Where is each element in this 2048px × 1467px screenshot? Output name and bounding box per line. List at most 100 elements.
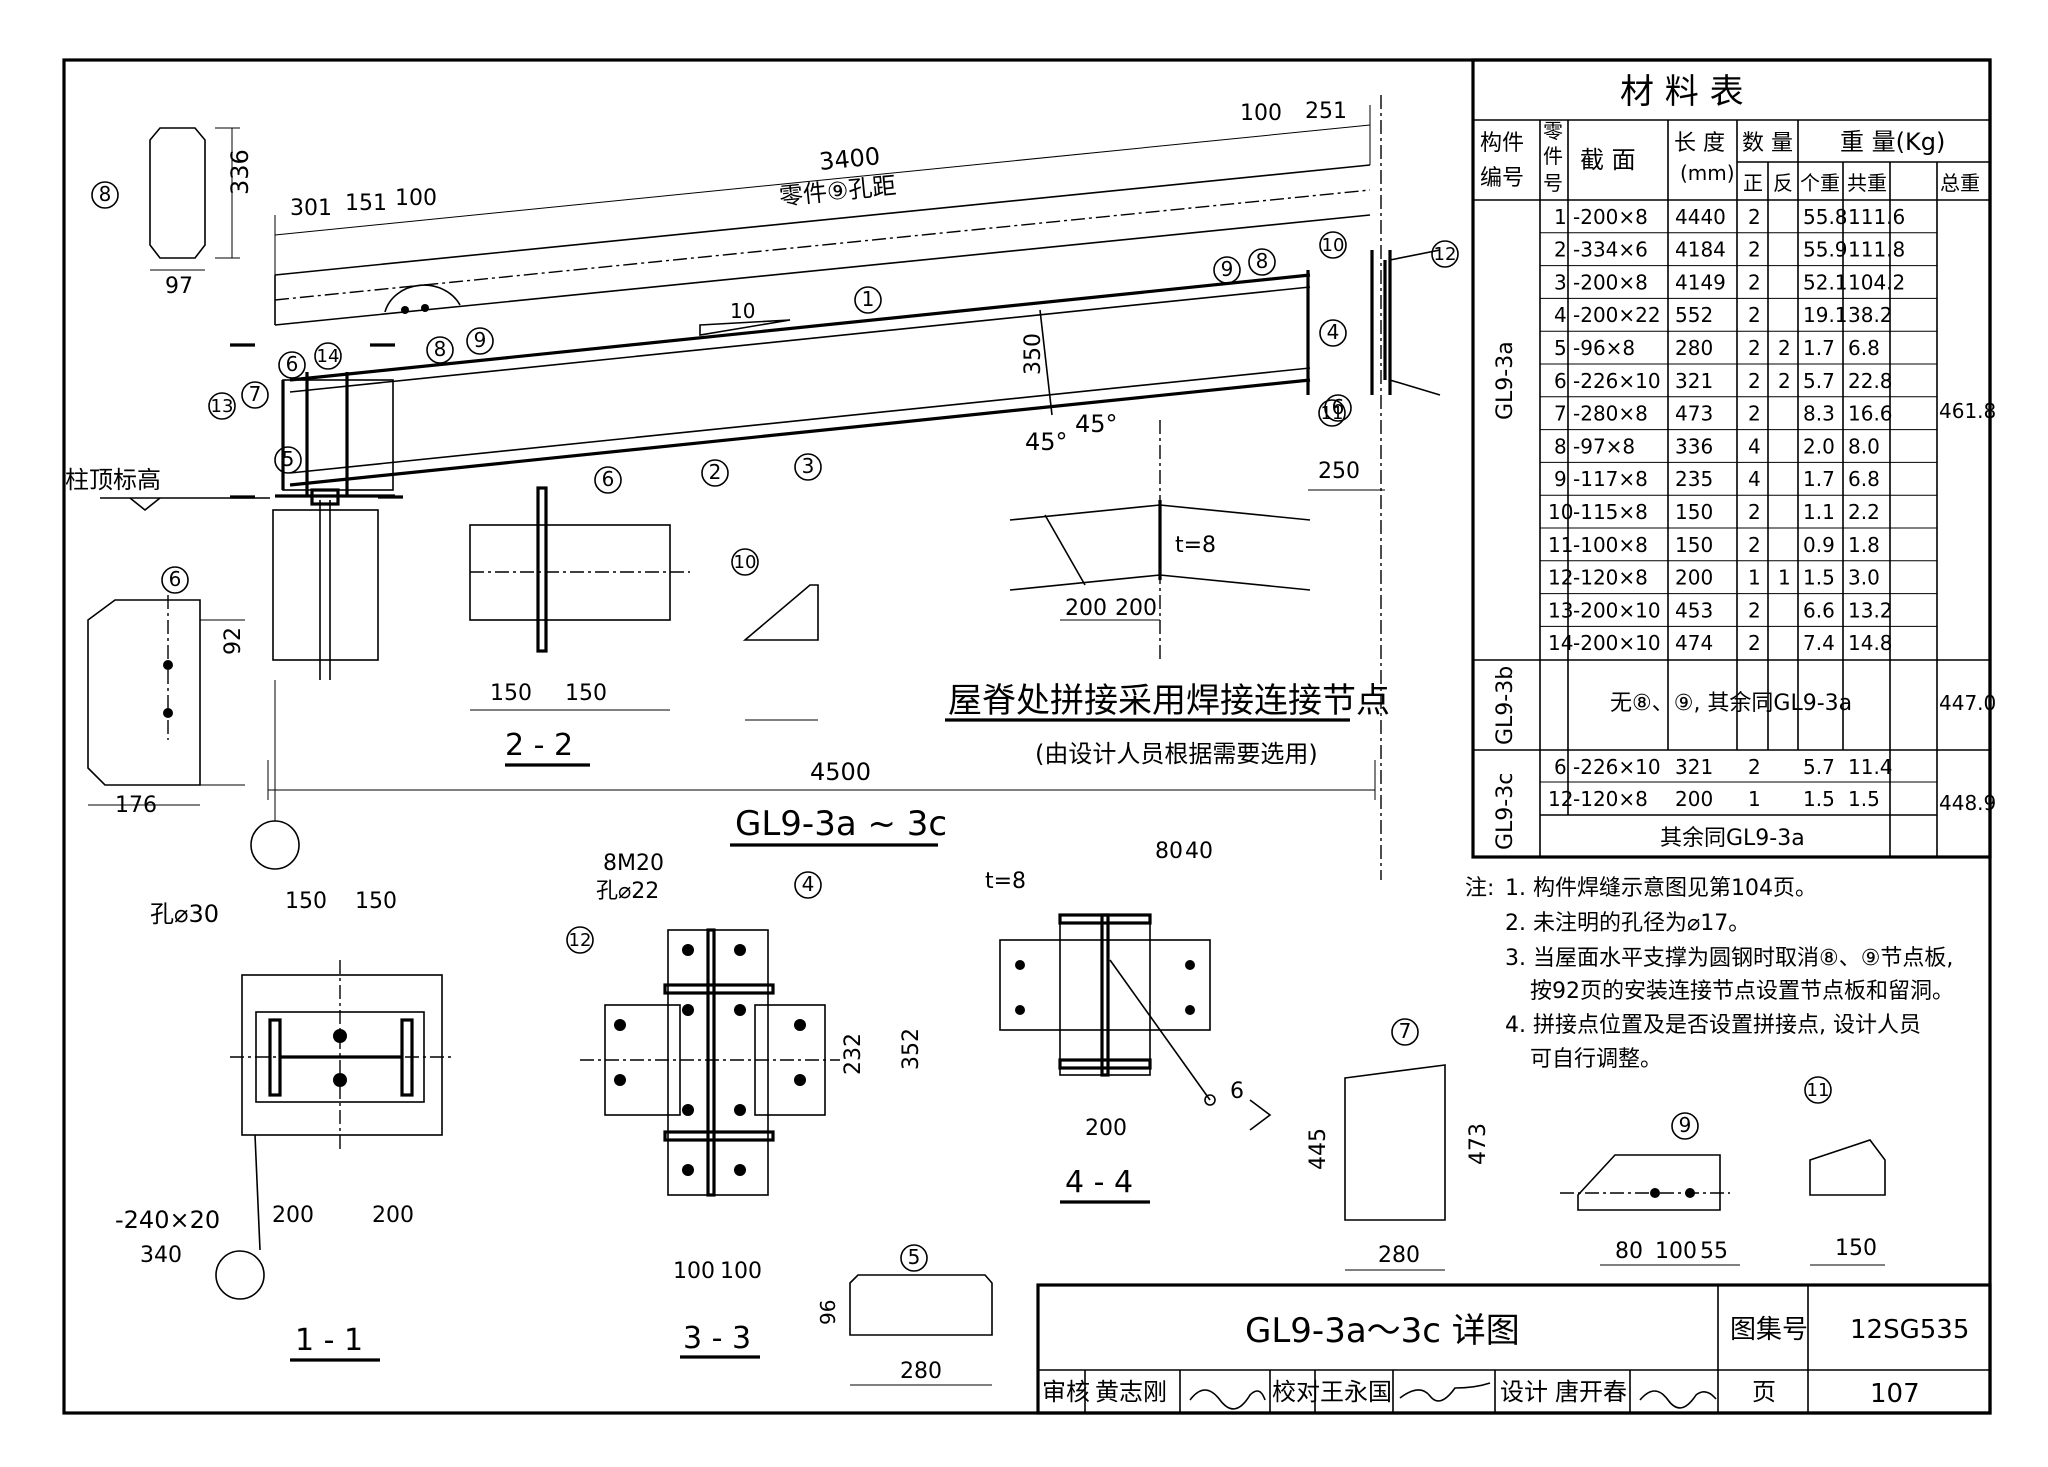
hdr-w-single: 个重 [1800, 171, 1840, 195]
hdr-part-2: 件 [1543, 144, 1563, 168]
part-balloon [731, 548, 759, 576]
note-3c: 其余同GL9-3a [1660, 826, 1805, 851]
row-weight-total: 8.0 [1848, 434, 1880, 458]
row-section: -120×8 [1573, 787, 1648, 811]
row-qty-pos: 2 [1748, 533, 1761, 557]
row-qty-pos: 2 [1748, 755, 1761, 779]
section-4-4 [999, 913, 1272, 1204]
part-balloon [1391, 1018, 1419, 1046]
dim-151: 151 [345, 191, 387, 216]
row-qty-pos: 2 [1748, 205, 1761, 229]
note-1: 1. 构件焊缝示意图见第104页。 [1505, 876, 1817, 901]
note-2: 2. 未注明的孔径为⌀17。 [1505, 911, 1750, 936]
row-weight-total: 11.4 [1848, 755, 1893, 779]
row-section: -96×8 [1573, 336, 1635, 360]
signature-design [1639, 1390, 1717, 1409]
dim9-55: 55 [1700, 1239, 1728, 1264]
dim7-473: 473 [1466, 1123, 1491, 1165]
row-section: -200×22 [1573, 303, 1661, 327]
row-weight-single: 5.7 [1803, 369, 1835, 393]
base-plate: -240×20 [115, 1206, 220, 1234]
hdr-length-unit: (mm) [1680, 161, 1735, 185]
row-weight-single: 6.6 [1803, 598, 1835, 622]
part-balloon-number: 9 [474, 328, 487, 352]
drawing-title: GL9-3a～3c 详图 [1245, 1311, 1520, 1351]
designer: 唐开春 [1555, 1378, 1627, 1406]
part-balloon-number: 9 [1679, 1113, 1692, 1137]
part-balloon-number: 8 [434, 337, 447, 361]
dim-150a: 150 [490, 681, 532, 706]
page-no: 107 [1870, 1379, 1920, 1409]
part-balloon-number: 12 [1434, 244, 1457, 265]
material-table-text: 材 料 表 构件 编号 零 件 号 截 面 长 度 (mm) 数 量 正 反 重… [1480, 72, 1996, 851]
section-3-3-label: 3 - 3 [683, 1321, 751, 1356]
row-weight-single: 0.9 [1803, 533, 1835, 557]
row-part-no: 3 [1554, 270, 1567, 294]
section-1-1-label: 1 - 1 [295, 1323, 363, 1358]
row-qty-pos: 1 [1748, 566, 1761, 590]
part-balloon-number: 8 [99, 182, 112, 206]
signature-review [1189, 1389, 1266, 1410]
member-3c: GL9-3c [1493, 773, 1518, 850]
row-weight-total: 2.2 [1848, 500, 1880, 524]
row-length: 321 [1675, 369, 1713, 393]
t8-label: t=8 [985, 869, 1026, 894]
part-balloon-number: 7 [1399, 1019, 1412, 1043]
t8-ridge: t=8 [1175, 533, 1216, 558]
part-balloon-number: 11 [1807, 1080, 1830, 1101]
row-part-no: 8 [1554, 434, 1567, 458]
hdr-qty-neg: 反 [1773, 171, 1793, 195]
row-weight-single: 1.1 [1803, 500, 1835, 524]
part11-detail [1809, 1139, 1886, 1266]
row-section: -226×10 [1573, 369, 1661, 393]
text-layer: GL9-3a ~ 3c 4500 3400 零件⑨孔距 柱顶标高 屋脊处拼接采用… [65, 99, 1877, 1384]
part6-detail [87, 595, 245, 806]
check-label: 校对 [1272, 1378, 1320, 1406]
row-section: -100×8 [1573, 533, 1648, 557]
part-balloon-number: 6 [169, 567, 182, 591]
row-section: -334×6 [1573, 238, 1648, 262]
dim-97: 97 [165, 274, 193, 299]
hdr-weight: 重 量(Kg) [1840, 128, 1945, 156]
part-balloon [854, 286, 882, 314]
part-balloon-number: 7 [249, 382, 262, 406]
angle-45-a: 45° [1025, 428, 1068, 456]
row-length: 4184 [1675, 238, 1726, 262]
row-weight-single: 52.1 [1803, 270, 1848, 294]
part-balloon [794, 871, 822, 899]
section-2-2 [469, 486, 690, 767]
member-3a: GL9-3a [1493, 341, 1518, 420]
row-length: 200 [1675, 787, 1713, 811]
row-weight-single: 1.5 [1803, 787, 1835, 811]
row-section: -115×8 [1573, 500, 1648, 524]
part-balloon-number: 10 [734, 552, 757, 573]
row-length: 321 [1675, 755, 1713, 779]
hdr-w-sum: 总重 [1940, 171, 1980, 195]
row-weight-total: 6.8 [1848, 467, 1880, 491]
dim-301: 301 [290, 196, 332, 221]
row-section: -200×8 [1573, 270, 1648, 294]
part-balloon-number: 10 [1322, 235, 1345, 256]
row-section: -97×8 [1573, 434, 1635, 458]
main-label: GL9-3a ~ 3c [735, 804, 947, 844]
row-qty-pos: 2 [1748, 402, 1761, 426]
row-part-no: 4 [1554, 303, 1567, 327]
dim7-445: 445 [1306, 1128, 1331, 1170]
part-balloon-number: 9 [1221, 257, 1234, 281]
part-balloon-number: 5 [908, 1245, 921, 1269]
dim-251: 251 [1305, 99, 1347, 124]
material-table [1471, 58, 1992, 859]
dim-92: 92 [221, 627, 246, 655]
hdr-length: 长 度 [1674, 131, 1725, 156]
hdr-part: 零 [1543, 119, 1563, 143]
dim11-150a: 150 [285, 889, 327, 914]
dim-100b: 100 [1240, 101, 1282, 126]
row-weight-total: 104.2 [1848, 270, 1905, 294]
row-weight-single: 1.7 [1803, 336, 1835, 360]
row-length: 150 [1675, 533, 1713, 557]
row-length: 453 [1675, 598, 1713, 622]
row-qty-pos: 2 [1748, 270, 1761, 294]
part-balloon [1804, 1076, 1832, 1104]
row-qty-pos: 2 [1748, 500, 1761, 524]
row-length: 280 [1675, 336, 1713, 360]
